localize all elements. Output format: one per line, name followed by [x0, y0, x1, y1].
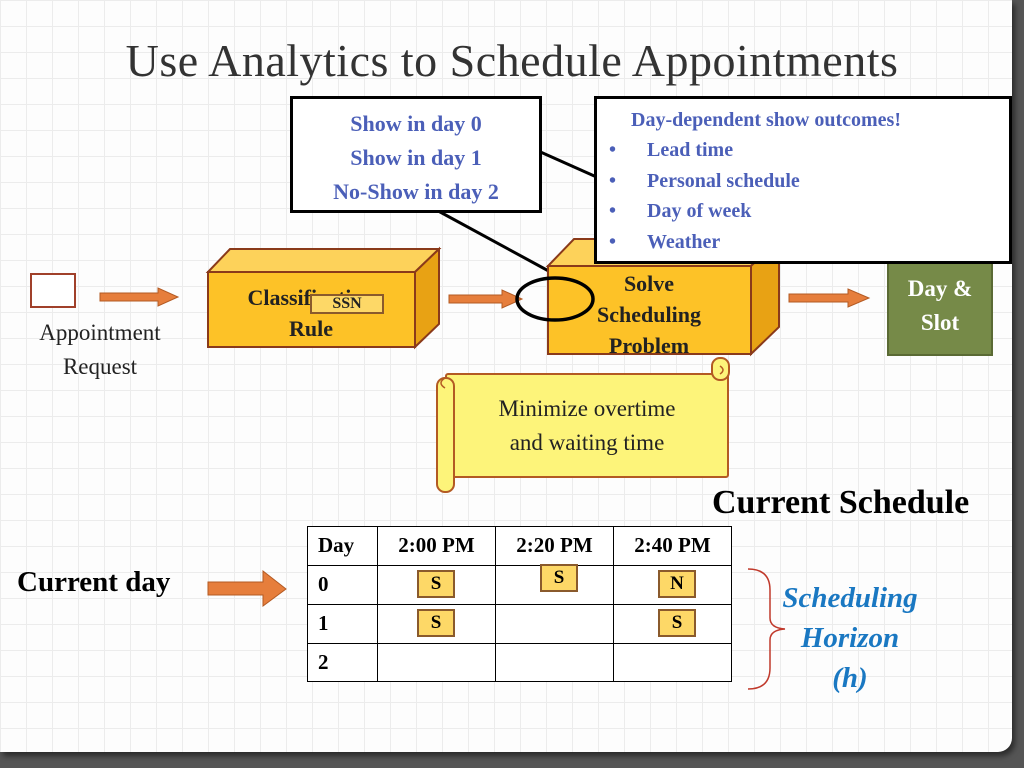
- label-line: Solve: [623, 271, 675, 296]
- day-slot-box: [887, 261, 993, 356]
- label-line: Slot: [920, 310, 960, 335]
- arrow-classification-to-solve: [448, 289, 524, 309]
- slide: Use Analytics to Schedule Appointments: [0, 0, 1012, 752]
- slot-cell: [377, 642, 496, 682]
- day-cell: 0: [307, 564, 378, 605]
- scheduling-horizon-label: Scheduling Horizon (h): [760, 578, 940, 698]
- label-line: Rule: [289, 316, 333, 341]
- list-item: • Weather: [597, 227, 1009, 258]
- slot-cell: S: [495, 563, 614, 605]
- slot-cell: [613, 642, 732, 682]
- label-line: Minimize overtime: [498, 396, 676, 421]
- appointment-request-label: Appointment Request: [14, 316, 186, 384]
- slot-chip: S: [540, 563, 578, 592]
- bullet-icon: •: [609, 230, 617, 253]
- current-day-label: Current day: [17, 566, 171, 598]
- bullet-icon: •: [609, 200, 617, 222]
- page-title: Use Analytics to Schedule Appointments: [125, 35, 899, 86]
- column-header: 2:20 PM: [495, 526, 614, 566]
- show-outcomes-callout: Show in day 0 Show in day 1 No-Show in d…: [290, 96, 542, 213]
- bullet-icon: •: [609, 139, 617, 161]
- list-item: • Lead time: [597, 135, 1009, 166]
- factor-label: Weather: [647, 230, 721, 253]
- label-line: Appointment: [39, 320, 161, 345]
- day-cell: 2: [307, 642, 378, 682]
- slot-chip: N: [658, 569, 696, 598]
- current-schedule-heading: Current Schedule: [712, 484, 970, 521]
- label-line: Horizon: [800, 622, 900, 654]
- highlight-ellipse: [515, 276, 595, 322]
- objective-label: Minimize overtime and waiting time: [458, 392, 716, 460]
- day-slot-label: Day & Slot: [888, 272, 992, 340]
- list-item: • Personal schedule: [597, 166, 1009, 197]
- horizon-brace: [747, 568, 786, 690]
- factors-heading: Day-dependent show outcomes!: [631, 109, 901, 131]
- factor-label: Lead time: [647, 139, 734, 161]
- factors-callout: Day-dependent show outcomes! • Lead time …: [594, 96, 1012, 264]
- callout-line: Show in day 0: [350, 111, 482, 136]
- slot-cell: S: [377, 564, 496, 605]
- appointment-request-box: [30, 273, 76, 308]
- label-line: and waiting time: [509, 430, 665, 455]
- solve-scheduling-label: Solve Scheduling Problem: [548, 268, 750, 361]
- day-cell: 1: [307, 603, 378, 644]
- table-row: 1 S S: [307, 603, 732, 644]
- callout-line: Show in day 1: [350, 145, 482, 170]
- column-header: 2:00 PM: [377, 526, 496, 566]
- factor-label: Day of week: [647, 200, 752, 222]
- bullet-icon: •: [609, 169, 617, 192]
- diagram-graphics: [30, 148, 993, 690]
- table-row: 2: [307, 642, 732, 682]
- ssn-badge: SSN: [310, 294, 384, 314]
- slot-chip: S: [417, 569, 455, 598]
- callout-line: No-Show in day 2: [333, 179, 499, 204]
- slot-cell: [495, 642, 614, 682]
- label-line: Problem: [608, 333, 690, 358]
- arrow-solve-to-dayslot: [788, 288, 871, 308]
- slot-cell: S: [613, 603, 732, 644]
- factor-label: Personal schedule: [647, 169, 800, 192]
- schedule-table: Day 2:00 PM 2:20 PM 2:40 PM 0 S S N 1 S …: [307, 526, 732, 682]
- label-line: (h): [832, 662, 868, 694]
- column-header: 2:40 PM: [613, 526, 732, 566]
- table-header-row: Day 2:00 PM 2:20 PM 2:40 PM: [307, 526, 732, 566]
- slot-cell: S: [377, 603, 496, 644]
- slot-chip: S: [658, 608, 696, 637]
- list-item: • Day of week: [597, 196, 1009, 227]
- arrow-current-day: [207, 569, 287, 607]
- column-header: Day: [307, 526, 378, 566]
- label-line: Scheduling: [597, 302, 701, 327]
- slot-chip: S: [417, 608, 455, 637]
- label-line: Request: [62, 354, 138, 379]
- label-line: Day &: [907, 276, 973, 301]
- slot-cell: [495, 603, 614, 644]
- objective-scroll: [436, 357, 730, 493]
- slot-cell: N: [613, 564, 732, 605]
- arrow-request-to-classification: [99, 287, 180, 307]
- factors-list: • Lead time • Personal schedule • Day of we…: [597, 135, 1009, 257]
- table-row: 0 S S N: [307, 563, 732, 605]
- label-line: Scheduling: [782, 582, 918, 614]
